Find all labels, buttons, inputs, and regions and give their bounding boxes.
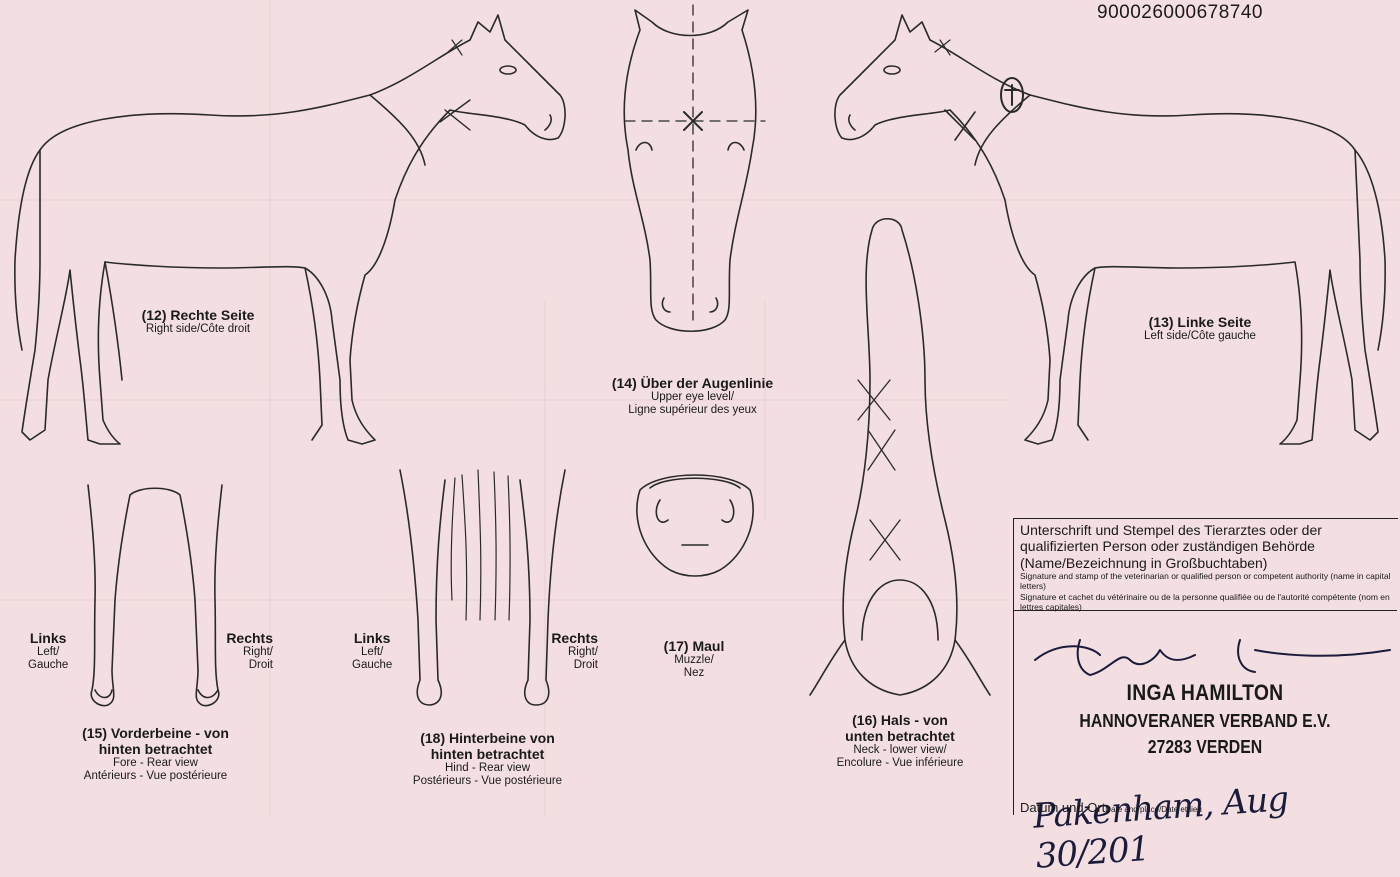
neck-title-1: (16) Hals - von [795, 712, 1005, 728]
left-side-subtitle: Left side/Côte gauche [1125, 330, 1275, 343]
hindlegs-title-2: hinten betrachtet [375, 746, 600, 762]
date-label-sub: Date and place/Date et lieu [1105, 805, 1202, 814]
microchip-number: 900026000678740 [1097, 2, 1263, 24]
eye-level-title: (14) Über der Augenlinie [585, 375, 800, 391]
hindlegs-label: (18) Hinterbeine von hinten betrachtet H… [375, 730, 600, 789]
right-side-horse-drawing [15, 15, 565, 444]
forelegs-left-label: Links Left/ Gauche [28, 630, 68, 673]
hindlegs-right-label: Rechts Right/ Droit [530, 630, 598, 673]
muzzle-drawing [637, 475, 753, 576]
muzzle-sub-fr: Nez [640, 667, 748, 680]
left-side-title: (13) Linke Seite [1125, 314, 1275, 330]
hindlegs-gauche: Gauche [352, 659, 392, 672]
forelegs-sub-en: Fore - Rear view [48, 757, 263, 770]
hindlegs-links: Links [352, 630, 392, 646]
forelegs-droit: Droit [205, 659, 273, 672]
vet-stamp: INGA HAMILTON HANNOVERANER VERBAND E.V. … [1013, 680, 1397, 758]
hindlegs-sub-fr: Postérieurs - Vue postérieure [375, 775, 600, 788]
hindlegs-left-label: Links Left/ Gauche [352, 630, 392, 673]
forelegs-rechts: Rechts [205, 630, 273, 646]
forelegs-links: Links [28, 630, 68, 646]
stamp-organization: HANNOVERANER VERBAND E.V. [1036, 711, 1374, 732]
muzzle-title: (17) Maul [640, 638, 748, 654]
hindlegs-droit: Droit [530, 659, 598, 672]
identification-diagram-sheet: 900026000678740 (12) Rechte Seite Right … [0, 0, 1400, 817]
neck-sub-en: Neck - lower view/ [795, 744, 1005, 757]
eye-level-label: (14) Über der Augenlinie Upper eye level… [585, 375, 800, 418]
stamp-city: 27283 VERDEN [1036, 737, 1374, 758]
hindlegs-right: Right/ [530, 646, 598, 659]
vet-heading-fr: Signature et cachet du vétérinaire ou de… [1020, 592, 1400, 612]
forelegs-left: Left/ [28, 646, 68, 659]
right-side-label: (12) Rechte Seite Right side/Côte droit [118, 307, 278, 336]
vet-box-heading: Unterschrift und Stempel des Tierarztes … [1020, 522, 1400, 612]
neck-title-2: unten betrachtet [795, 728, 1005, 744]
date-label-de: Datum und Ort [1020, 800, 1105, 815]
right-side-subtitle: Right side/Côte droit [118, 323, 278, 336]
left-side-horse-drawing [835, 15, 1385, 444]
vet-heading-de: Unterschrift und Stempel des Tierarztes … [1020, 522, 1322, 571]
hindlegs-left: Left/ [352, 646, 392, 659]
forelegs-title-2: hinten betrachtet [48, 741, 263, 757]
vet-heading-en: Signature and stamp of the veterinarian … [1020, 571, 1400, 591]
neck-label: (16) Hals - von unten betrachtet Neck - … [795, 712, 1005, 771]
eye-level-sub-en: Upper eye level/ [585, 391, 800, 404]
date-place-label: Datum und OrtDate and place/Date et lieu [1020, 800, 1202, 815]
forelegs-rear-view-drawing [88, 485, 222, 706]
hindlegs-title-1: (18) Hinterbeine von [375, 730, 600, 746]
forelegs-right-label: Rechts Right/ Droit [205, 630, 273, 673]
muzzle-label: (17) Maul Muzzle/ Nez [640, 638, 748, 681]
forelegs-sub-fr: Antérieurs - Vue postérieure [48, 770, 263, 783]
stamp-name: INGA HAMILTON [1036, 680, 1374, 706]
neck-lower-view-drawing [810, 219, 990, 695]
neck-sub-fr: Encolure - Vue inférieure [795, 757, 1005, 770]
forelegs-right: Right/ [205, 646, 273, 659]
eye-level-sub-fr: Ligne supérieur des yeux [585, 404, 800, 417]
forelegs-label: (15) Vorderbeine - von hinten betrachtet… [48, 725, 263, 784]
left-side-label: (13) Linke Seite Left side/Côte gauche [1125, 314, 1275, 343]
right-side-title: (12) Rechte Seite [118, 307, 278, 323]
head-front-view-drawing [624, 5, 765, 331]
forelegs-gauche: Gauche [28, 659, 68, 672]
hindlegs-rechts: Rechts [530, 630, 598, 646]
forelegs-title-1: (15) Vorderbeine - von [48, 725, 263, 741]
muzzle-sub-en: Muzzle/ [640, 654, 748, 667]
hindlegs-sub-en: Hind - Rear view [375, 762, 600, 775]
